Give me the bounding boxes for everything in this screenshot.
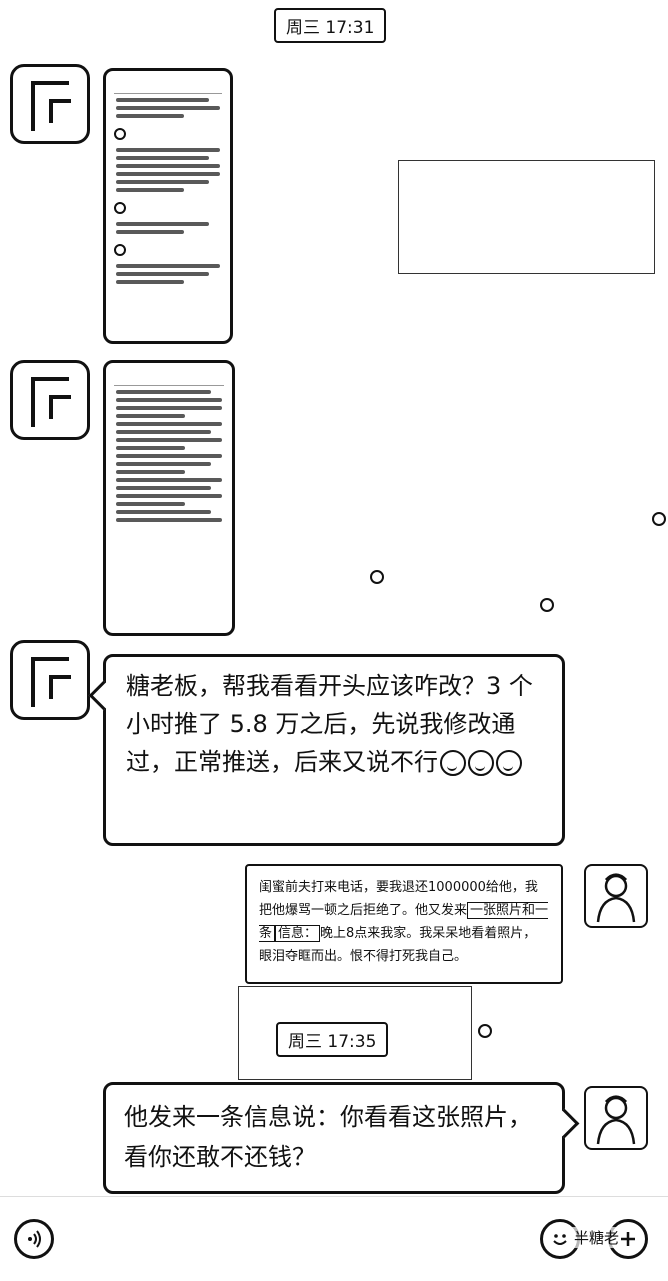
speck <box>540 598 554 612</box>
message-bubble-sent[interactable]: 他发来一条信息说：你看看这张照片，看你还敢不还钱？ <box>103 1082 565 1194</box>
speck <box>478 1024 492 1038</box>
avatar-figure-icon <box>596 1095 636 1145</box>
input-bar: 半糖老 <box>0 1196 668 1281</box>
timestamp-text: 周三 17:31 <box>286 18 375 38</box>
avatar[interactable] <box>584 864 648 928</box>
sad-face-icon <box>496 750 522 776</box>
avatar-figure-icon <box>596 873 636 923</box>
watermark: 半糖老 <box>572 1227 622 1248</box>
screenshot-header <box>114 75 222 94</box>
sad-face-icon <box>468 750 494 776</box>
highlighted-text: 一张照片和一条 <box>259 902 549 942</box>
bullet-icon <box>114 128 126 140</box>
speck <box>652 512 666 526</box>
timestamp: 周三 17:31 <box>274 8 387 43</box>
screenshot-image[interactable] <box>103 360 235 636</box>
bullet-icon <box>114 244 126 256</box>
bullet-icon <box>114 202 126 214</box>
sad-face-icon <box>440 750 466 776</box>
highlighted-text: 信息： <box>275 925 321 942</box>
avatar[interactable] <box>10 64 90 144</box>
message-bubble-received[interactable]: 糖老板，帮我看看开头应该咋改？3 个小时推了 5.8 万之后，先说我修改通过，正… <box>103 654 565 846</box>
quoted-text-image[interactable]: 闺蜜前夫打来电话，要我退还1000000给他，我把他爆骂一顿之后拒绝了。他又发来… <box>245 864 563 984</box>
avatar-glyph <box>31 81 71 131</box>
avatar[interactable] <box>10 360 90 440</box>
smiley-glyph <box>553 1234 567 1245</box>
quote-text: 晚上8点来我家。我呆呆地看着照片，眼泪夺眶而出。恨不得打死我自己。 <box>259 926 537 964</box>
plus-glyph <box>621 1232 635 1246</box>
voice-wave-glyph <box>28 1230 41 1248</box>
speck <box>370 570 384 584</box>
avatar-glyph <box>31 657 71 707</box>
timestamp-text: 周三 17:35 <box>288 1032 377 1052</box>
screenshot-image[interactable] <box>103 68 233 344</box>
message-text: 他发来一条信息说：你看看这张照片，看你还敢不还钱？ <box>124 1103 532 1171</box>
background-frame <box>398 160 655 274</box>
voice-wave-icon[interactable] <box>14 1219 54 1259</box>
screenshot-header <box>114 367 224 386</box>
avatar[interactable] <box>584 1086 648 1150</box>
message-text: 糖老板，帮我看看开头应该咋改？3 个小时推了 5.8 万之后，先说我修改通过，正… <box>126 672 533 776</box>
background-frame <box>238 986 472 1080</box>
avatar-glyph <box>31 377 71 427</box>
timestamp: 周三 17:35 <box>276 1022 389 1057</box>
quote-text: 闺蜜前夫打来电话，要我退还1000000给他，我把他爆骂一顿之后拒绝了。他又发来 <box>259 880 538 918</box>
avatar[interactable] <box>10 640 90 720</box>
